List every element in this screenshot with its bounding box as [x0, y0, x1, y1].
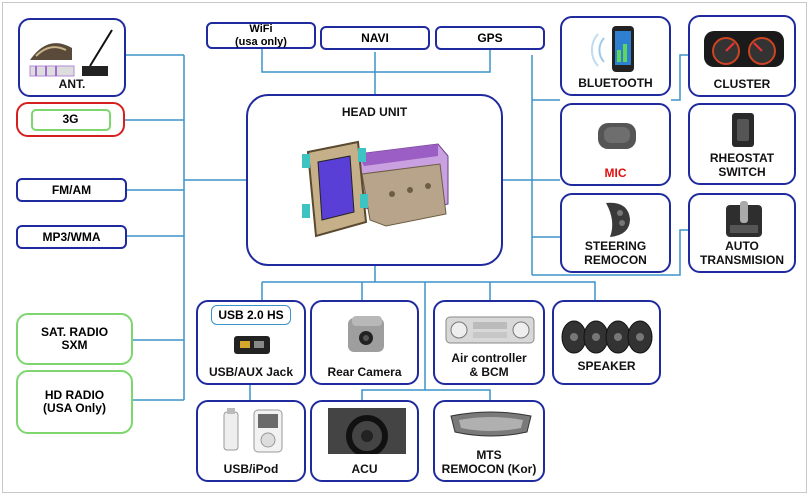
rheostat-switch-label: RHEOSTAT SWITCH — [709, 151, 775, 179]
mts-remocon-box: MTS REMOCON (Kor) — [433, 400, 545, 482]
sat-radio-box: SAT. RADIO SXM — [16, 313, 133, 365]
mp3-wma-label: MP3/WMA — [42, 229, 101, 244]
cluster-box: CLUSTER — [688, 15, 796, 97]
rheostat-switch-box: RHEOSTAT SWITCH — [688, 103, 796, 185]
steering-remocon-label: STEERING REMOCON — [584, 239, 647, 267]
antenna-image — [29, 29, 113, 77]
hd-radio-box: HD RADIO (USA Only) — [16, 370, 133, 434]
usb-aux-jack-label: USB/AUX Jack — [208, 365, 294, 379]
rear-camera-label: Rear Camera — [327, 365, 402, 379]
three-g-label: 3G — [62, 112, 79, 126]
bluetooth-phone-icon — [590, 26, 634, 72]
steering-remocon-image — [606, 202, 630, 237]
mp3-wma-box: MP3/WMA — [16, 225, 127, 249]
wifi-label: WiFi (usa only) — [235, 22, 287, 48]
auto-transmision-box: AUTO TRANSMISION — [688, 193, 796, 273]
sat-radio-label: SAT. RADIO SXM — [40, 325, 109, 352]
acu-image — [328, 408, 406, 454]
usb-aux-jack-image — [234, 336, 270, 354]
air-controller-label: Air controller & BCM — [451, 351, 527, 379]
navi-label: NAVI — [361, 30, 389, 45]
usb-ipod-label: USB/iPod — [223, 462, 279, 476]
cluster-label: CLUSTER — [713, 77, 771, 91]
rheostat-switch-image — [732, 113, 754, 147]
rear-camera-image — [348, 316, 384, 352]
steering-remocon-box: STEERING REMOCON — [560, 193, 671, 273]
air-controller-image — [445, 316, 535, 344]
head-unit-box: HEAD UNIT — [246, 94, 503, 266]
mts-remocon-label: MTS REMOCON (Kor) — [441, 448, 537, 476]
usb-2-hs-box: USB 2.0 HS — [211, 305, 291, 325]
air-controller-bcm-box: Air controller & BCM — [433, 300, 545, 385]
auto-transmision-image — [726, 201, 762, 237]
cluster-image — [704, 31, 784, 67]
gps-label: GPS — [477, 30, 503, 45]
acu-label: ACU — [351, 462, 378, 476]
speaker-label: SPEAKER — [577, 359, 636, 373]
head-unit-label: HEAD UNIT — [341, 105, 408, 119]
usb-ipod-image — [223, 408, 283, 453]
three-g-inner: 3G — [30, 108, 111, 131]
mic-box: MIC — [560, 103, 671, 186]
fm-am-label: FM/AM — [51, 182, 92, 197]
wifi-box: WiFi (usa only) — [206, 22, 316, 49]
mic-icon — [598, 123, 636, 149]
bluetooth-label: BLUETOOTH — [578, 76, 653, 90]
usb-aux-jack-box: USB 2.0 HS USB/AUX Jack — [196, 300, 306, 385]
speaker-image — [561, 320, 653, 354]
gps-box: GPS — [435, 26, 545, 50]
mic-label: MIC — [604, 166, 627, 180]
usb-ipod-box: USB/iPod — [196, 400, 306, 482]
rear-camera-box: Rear Camera — [310, 300, 419, 385]
auto-transmision-label: AUTO TRANSMISION — [700, 239, 784, 267]
speaker-box: SPEAKER — [552, 300, 661, 385]
fm-am-box: FM/AM — [16, 178, 127, 202]
antenna-box: ANT. — [18, 18, 126, 97]
navi-box: NAVI — [320, 26, 430, 50]
acu-box: ACU — [310, 400, 419, 482]
bluetooth-box: BLUETOOTH — [560, 16, 671, 96]
hd-radio-label: HD RADIO (USA Only) — [43, 388, 106, 415]
three-g-box: 3G — [16, 102, 125, 137]
usb-2-hs-label: USB 2.0 HS — [218, 307, 284, 322]
head-unit-image — [302, 140, 449, 238]
antenna-label: ANT. — [58, 77, 86, 91]
mts-remocon-image — [450, 411, 532, 437]
